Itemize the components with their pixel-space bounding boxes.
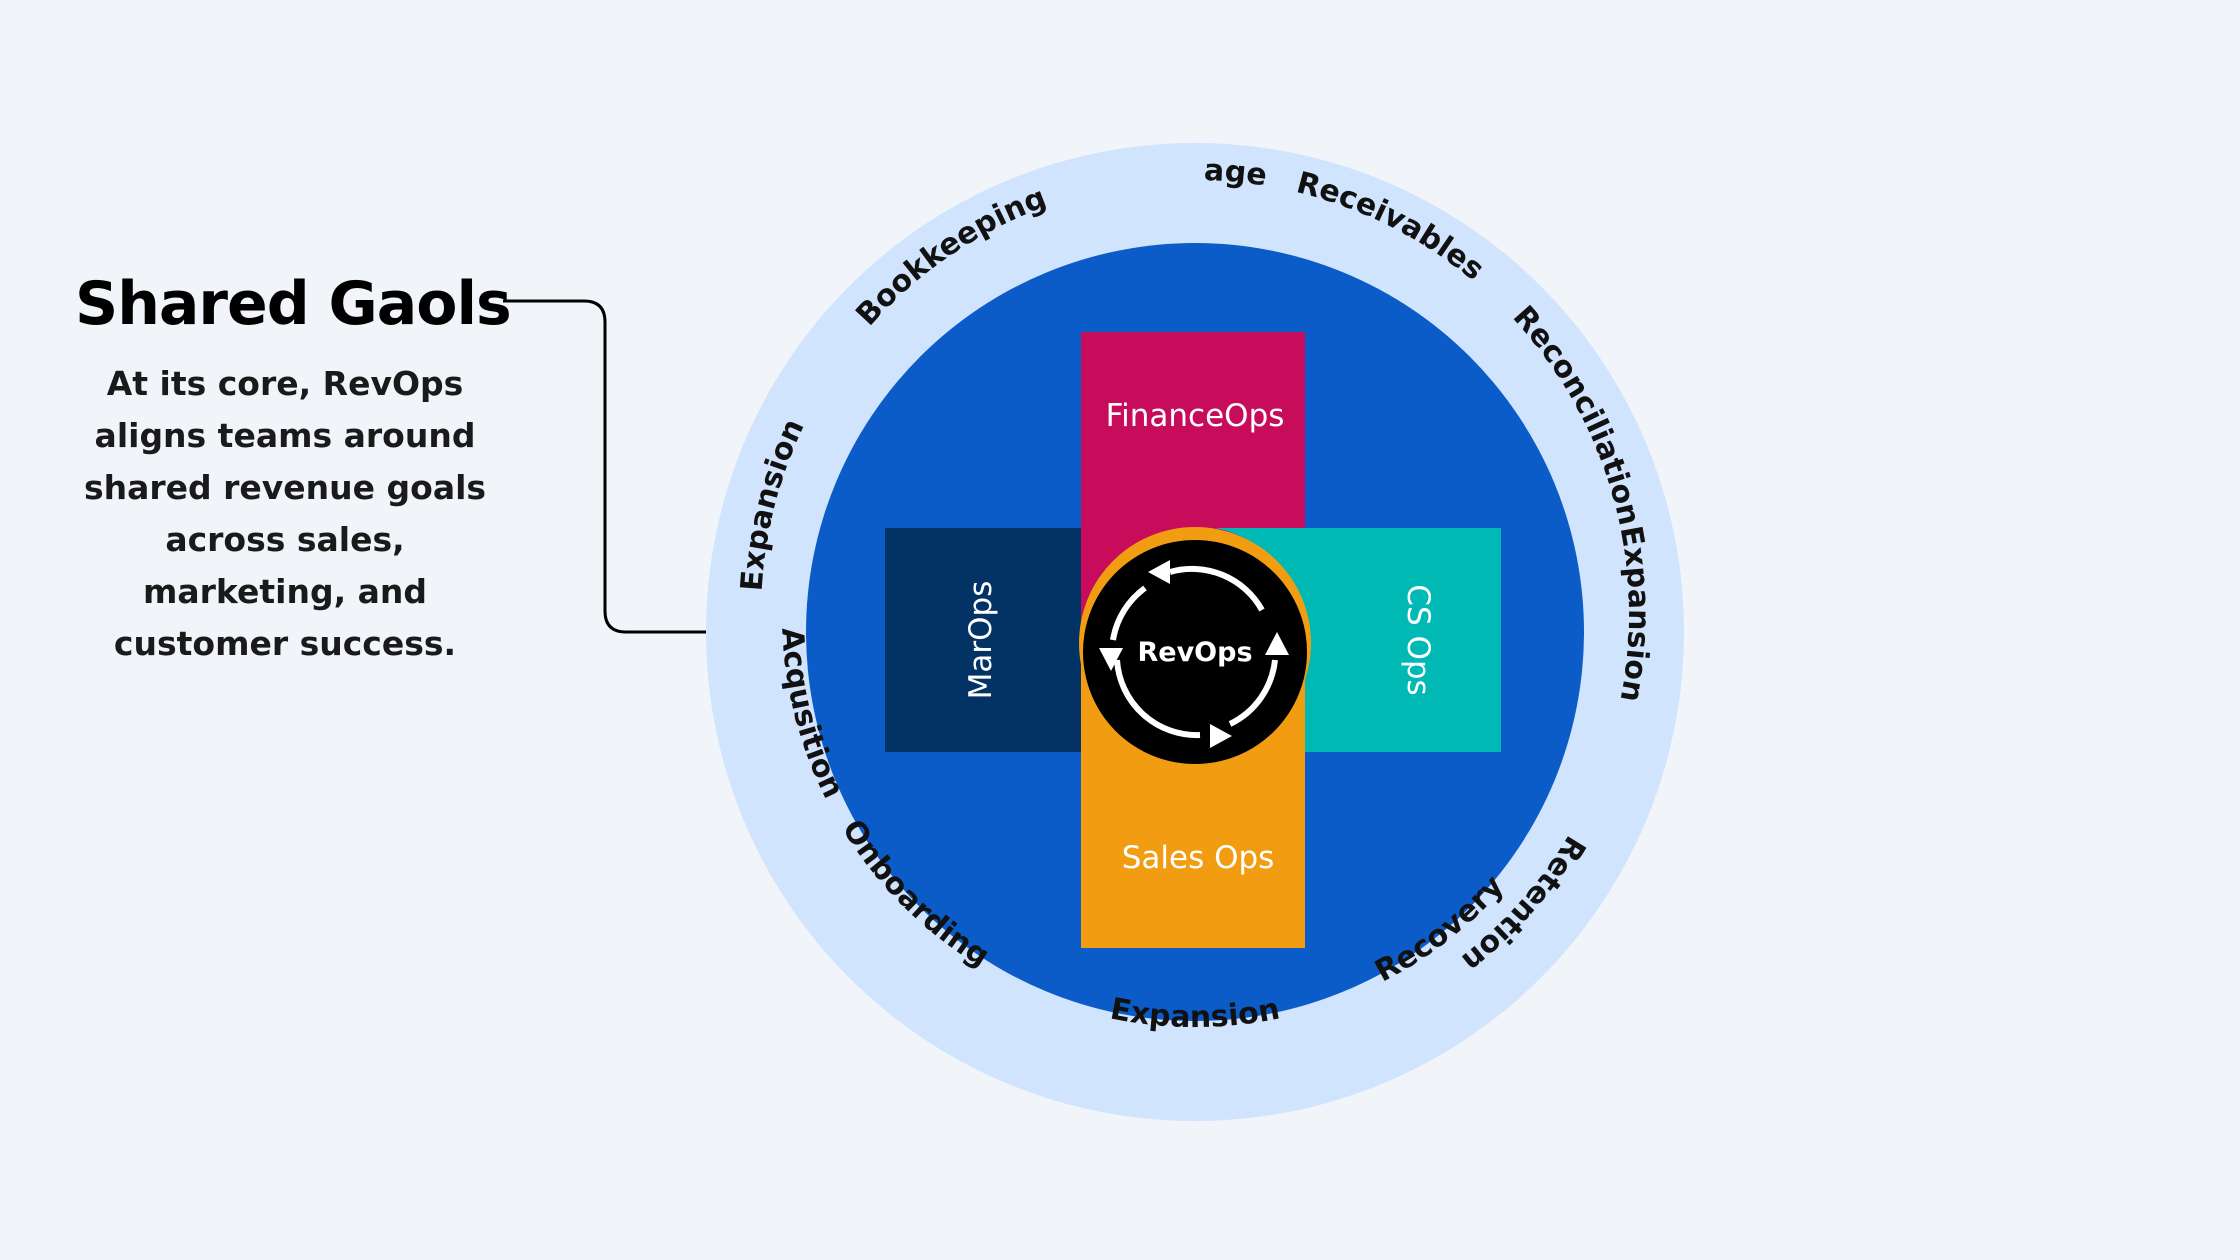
revops-hub-label: RevOps xyxy=(1137,637,1252,668)
cs-ops-label: CS Ops xyxy=(1400,584,1436,695)
finance-hub-bridge xyxy=(1081,548,1140,620)
finance-ops-block xyxy=(1081,332,1305,564)
cs-ops-block xyxy=(1305,528,1501,752)
connector-line xyxy=(503,299,708,634)
sales-ops-label: Sales Ops xyxy=(1122,840,1275,876)
finance-ops-label: FinanceOps xyxy=(1106,398,1285,434)
marops-label: MarOps xyxy=(963,581,999,700)
shared-goals-heading: Shared Gaols xyxy=(75,269,512,339)
cycle-arrows-icon xyxy=(1099,560,1289,748)
cs-hub-bridge xyxy=(1215,528,1306,650)
marops-block xyxy=(885,528,1081,752)
shared-goals-description: At its core, RevOps aligns teams around … xyxy=(83,364,487,663)
